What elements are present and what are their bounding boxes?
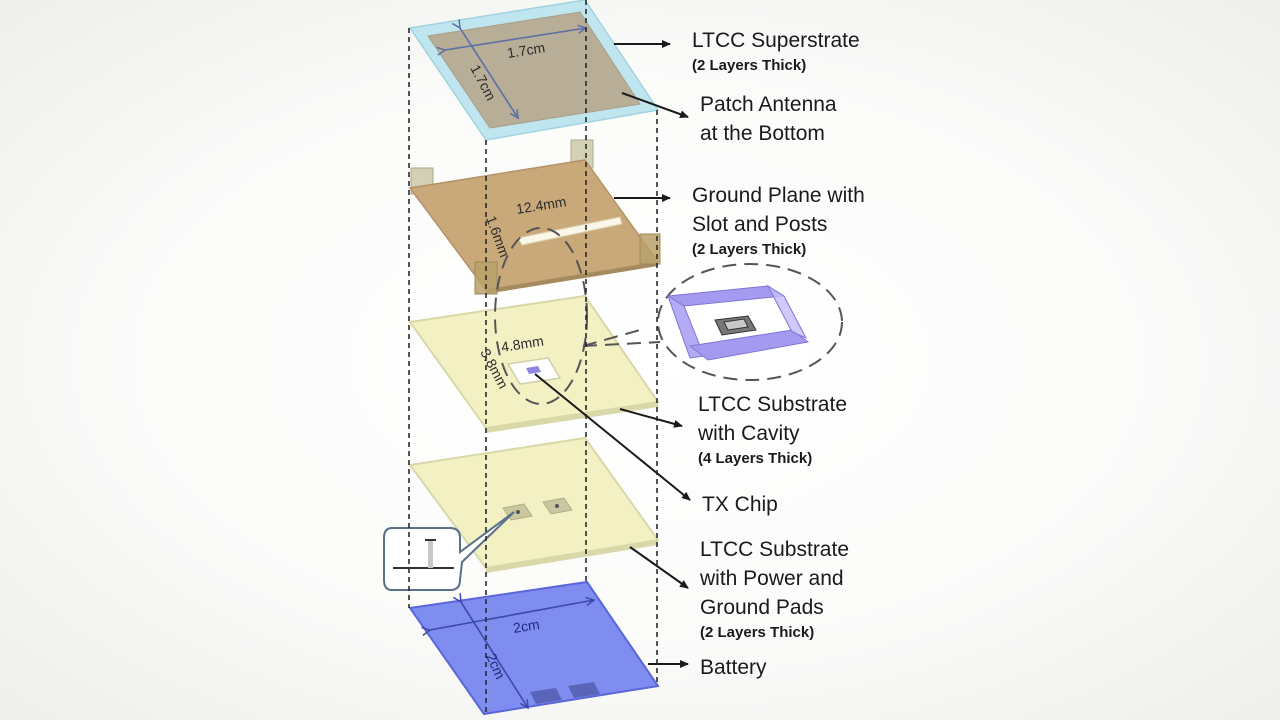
label-pads-line2: with Power and <box>699 567 844 590</box>
arrow-patch <box>621 92 689 119</box>
callout-connector <box>582 329 661 347</box>
label-pads-line1: LTCC Substrate <box>700 538 849 561</box>
battery-dimension-depth <box>461 602 528 708</box>
label-cavity-line2: with Cavity <box>697 422 800 445</box>
battery-terminal <box>568 682 600 698</box>
ground-via <box>555 504 559 508</box>
cavity-substrate-layer: 4.8mm 3.8mm <box>408 294 660 433</box>
note-superstrate: (2 Layers Thick) <box>692 57 806 74</box>
battery-layer: 2cm 2cm <box>408 580 660 716</box>
note-cavity: (4 Layers Thick) <box>698 450 812 467</box>
note-ground: (2 Layers Thick) <box>692 241 806 258</box>
label-cavity-line1: LTCC Substrate <box>698 393 847 416</box>
cavity-highlight-ellipse <box>494 227 588 405</box>
via-pillar <box>428 540 433 568</box>
tx-chip <box>526 366 541 374</box>
via-detail-callout <box>383 511 515 591</box>
cavity-detail-callout <box>657 263 843 381</box>
label-ground-line1: Ground Plane with <box>692 184 865 207</box>
label-pads-line3: Ground Pads <box>700 596 824 619</box>
pads-substrate-layer <box>408 436 660 573</box>
arrow-cavity-substrate <box>619 408 683 428</box>
ground-plane-layer: 12.4mm 1.6mm <box>408 139 661 295</box>
note-pads: (2 Layers Thick) <box>700 624 814 641</box>
cavity-frame-bottom <box>688 329 810 361</box>
battery-terminal <box>530 688 562 704</box>
label-arrows <box>534 40 691 668</box>
arrow-pads-substrate <box>629 546 689 589</box>
cavity-substrate-edge <box>486 402 658 433</box>
cavity-width-label: 4.8mm <box>500 332 545 354</box>
power-via <box>516 510 520 514</box>
chip-detail-inner <box>723 318 749 331</box>
arrow-tx-chip <box>534 373 691 501</box>
post <box>639 233 661 265</box>
superstrate-width-label: 1.7cm <box>506 39 546 61</box>
labels: LTCC Superstrate (2 Layers Thick) Patch … <box>692 29 865 679</box>
label-battery: Battery <box>700 656 767 679</box>
label-superstrate: LTCC Superstrate <box>692 29 860 52</box>
label-patch-line2: at the Bottom <box>700 122 825 145</box>
ground-plane-edge <box>486 262 658 294</box>
alignment-guides <box>408 0 658 714</box>
pads-substrate-edge <box>486 540 658 573</box>
label-patch-line1: Patch Antenna <box>700 93 837 116</box>
label-ground-line2: Slot and Posts <box>692 213 827 236</box>
battery-width-label: 2cm <box>512 616 541 636</box>
slot <box>517 216 623 246</box>
superstrate-layer: 1.7cm 1.7cm <box>408 0 660 141</box>
cavity-frame-right <box>766 284 808 340</box>
dimension-line-depth <box>460 28 518 118</box>
slot-length-label: 12.4mm <box>515 193 567 217</box>
label-tx-chip: TX Chip <box>702 493 778 516</box>
via-callout-bubble <box>383 511 515 591</box>
